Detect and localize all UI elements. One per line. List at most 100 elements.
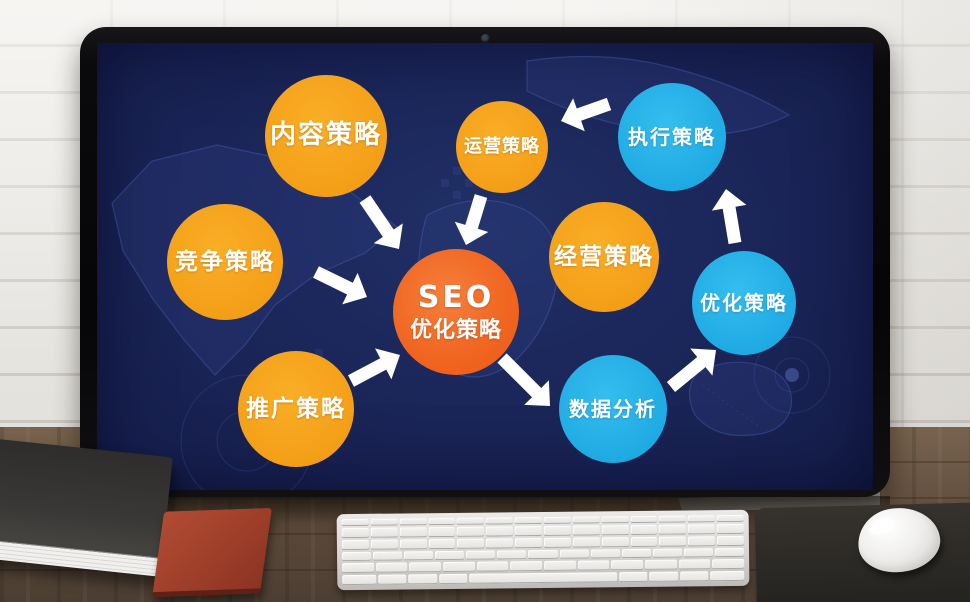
keyboard-key [370, 539, 398, 550]
keyboard-key [630, 515, 658, 523]
keyboard-key [714, 547, 745, 558]
keyboard-key [428, 517, 456, 526]
keyboard-key [342, 563, 374, 574]
keyboard-key [342, 574, 377, 586]
keyboard-key [645, 559, 677, 571]
keyboard-key [652, 548, 682, 559]
keyboard-key [399, 538, 427, 550]
keyboard-key [342, 551, 372, 562]
keyboard-key [544, 561, 576, 572]
keyboard-key [409, 562, 442, 573]
keyboard-key [611, 560, 644, 571]
keyboard-key [373, 551, 403, 562]
keyboard-key [601, 536, 629, 547]
keyboard-key [621, 548, 651, 559]
keyboard-spacebar [469, 572, 618, 584]
keyboard-key [710, 571, 745, 582]
keyboard-key [619, 572, 648, 583]
arrow-operation-to-seo [454, 194, 489, 245]
keyboard-key [559, 549, 589, 560]
keyboard-key [683, 547, 714, 558]
keyboard-key [649, 571, 678, 582]
keyboard-key [399, 527, 427, 538]
keyboard-key [514, 525, 542, 536]
arrow-optimization-to-execution [711, 189, 747, 245]
keyboard-key [679, 571, 709, 582]
keyboard-key [457, 517, 485, 525]
keyboard-key [341, 518, 369, 526]
keyboard-key [659, 515, 687, 523]
node-promotion-strategy: 推广策略 [238, 351, 354, 467]
node-operation-strategy: 运营策略 [456, 101, 548, 193]
keyboard-key [428, 538, 456, 549]
leather-notebook [152, 507, 272, 598]
keyboard-key [486, 526, 514, 537]
node-data-analysis: 数据分析 [559, 355, 667, 463]
keyboard-key [476, 561, 509, 572]
keyboard-key [716, 514, 744, 523]
keyboard-key [439, 573, 468, 585]
keyboard-key [716, 523, 744, 534]
keyboard-key [630, 524, 658, 535]
node-label: 内容策略 [269, 120, 382, 151]
arrow-content-to-seo [359, 195, 403, 249]
keyboard-key [399, 518, 427, 526]
keyboard-key [688, 524, 716, 535]
keyboard-key [687, 515, 715, 523]
arrow-competition-to-seo [313, 266, 367, 305]
keyboard-key [497, 549, 527, 560]
keyboard-key [543, 537, 571, 548]
keyboard-key [341, 539, 369, 550]
diagram-arrows [313, 97, 747, 406]
node-label: 运营策略 [464, 135, 540, 157]
keyboard-key [514, 517, 542, 525]
keyboard-key [404, 550, 434, 561]
node-content-strategy: 内容策略 [265, 75, 387, 197]
keyboard-key [678, 559, 711, 570]
keyboard-key [688, 535, 716, 547]
keyboard-key [370, 527, 398, 538]
keyboard-key [601, 516, 629, 524]
node-seo-optimization-strategy: SEO 优化策略 [393, 249, 519, 375]
keyboard-key [601, 524, 629, 536]
keyboard-key [457, 526, 485, 537]
arrow-data_analysis-to-optimization [666, 348, 716, 392]
node-label: 优化策略 [700, 290, 788, 315]
keyboard-key [510, 561, 543, 572]
keyboard-key [486, 538, 514, 549]
keyboard-key [375, 562, 408, 573]
node-label: 执行策略 [628, 124, 716, 149]
keyboard-key [370, 518, 398, 526]
node-label: 经营策略 [554, 243, 654, 270]
keyboard-key [717, 535, 744, 546]
arrow-seo-to-data_analysis [497, 353, 550, 406]
keyboard-key [435, 550, 465, 561]
keyboard-key [543, 525, 571, 536]
keyboard-key [659, 536, 687, 547]
node-label: SEO [417, 280, 495, 316]
keyboard-key [428, 526, 456, 537]
node-execution-strategy: 执行策略 [618, 83, 726, 191]
keyboard-key [443, 562, 475, 573]
keyboard-key [572, 516, 600, 524]
keyboard-key [590, 548, 620, 559]
book-stack [0, 435, 173, 577]
keyboard-key [528, 549, 558, 560]
keyboard-key [378, 574, 407, 585]
keyboard-key [572, 525, 600, 536]
keyboard-key [457, 538, 485, 549]
keyboard-key [712, 559, 745, 570]
keyboard-key [572, 537, 600, 548]
node-label: 推广策略 [246, 395, 346, 422]
keyboard-key [408, 574, 438, 585]
node-sublabel: 优化策略 [409, 317, 502, 343]
keyboard [336, 509, 750, 591]
node-label: 竞争策略 [175, 248, 275, 275]
monitor: 内容策略 运营策略 执行策略 竞争策略 SEO 优化策略 经营策略 优化策略 [80, 27, 890, 497]
keyboard-row [342, 571, 745, 586]
keyboard-key [659, 524, 687, 535]
node-optimization-strategy: 优化策略 [692, 251, 796, 355]
webcam-icon [481, 34, 490, 43]
monitor-screen: 内容策略 运营策略 执行策略 竞争策略 SEO 优化策略 经营策略 优化策略 [97, 43, 873, 490]
